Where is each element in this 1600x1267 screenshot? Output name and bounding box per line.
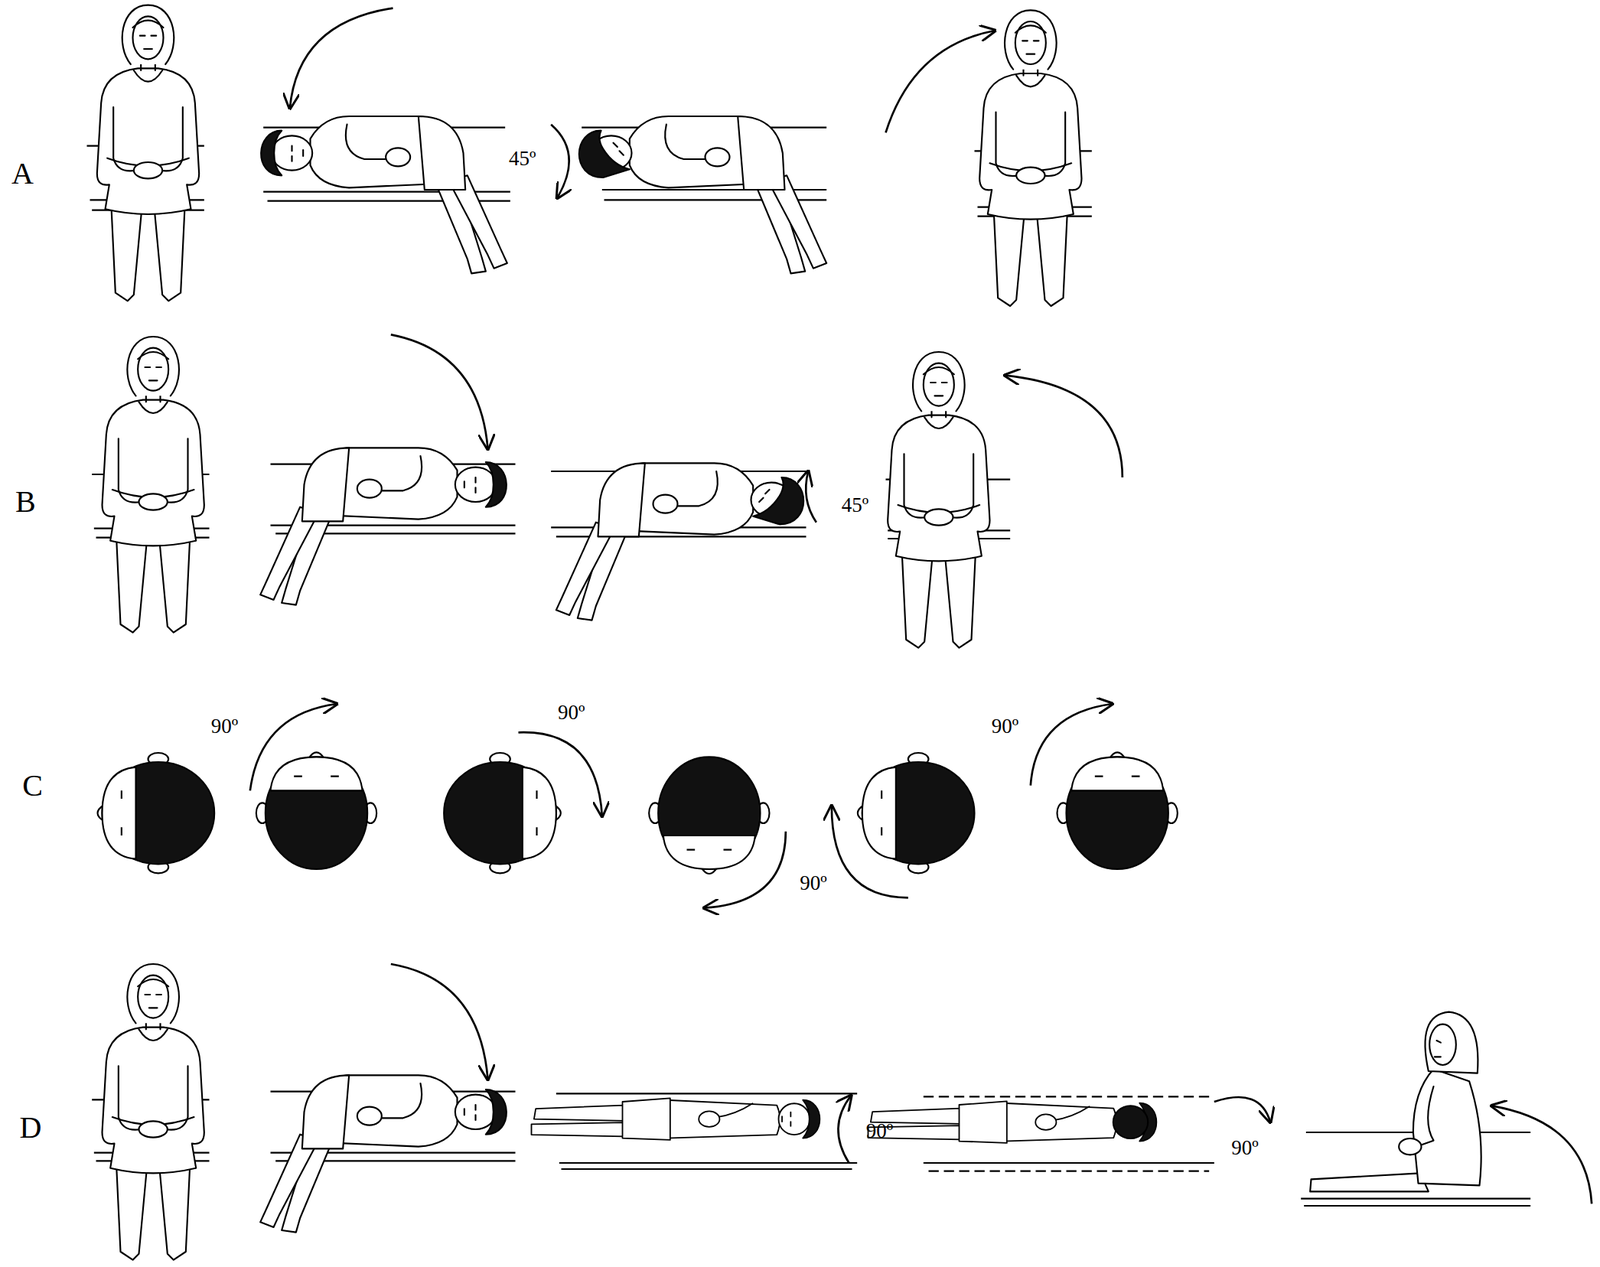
seated-patient xyxy=(97,5,199,302)
motion-arrow xyxy=(250,703,337,791)
sitting-long-figure xyxy=(1309,1012,1482,1193)
seated-patient xyxy=(887,351,990,649)
angle-label: 90º xyxy=(991,716,1019,737)
seated-patient xyxy=(102,964,205,1261)
motion-arrow xyxy=(1005,375,1123,478)
head-top-view xyxy=(648,756,770,874)
head-top-view xyxy=(857,752,975,874)
motion-arrow xyxy=(550,124,570,199)
motion-arrow xyxy=(831,805,909,898)
angle-label: 90º xyxy=(557,701,585,723)
angle-label: 90º xyxy=(1231,1137,1258,1159)
panel-letter: D xyxy=(19,1112,43,1144)
panel-letter: C xyxy=(22,770,43,802)
motion-arrow xyxy=(703,831,786,909)
motion-arrow xyxy=(837,1095,851,1164)
angle-label: 90º xyxy=(866,1120,893,1141)
panel-letter: A xyxy=(11,158,34,190)
motion-arrow xyxy=(290,8,394,109)
motion-arrow xyxy=(886,30,996,133)
motion-arrow xyxy=(391,334,489,449)
side-lying-patient xyxy=(579,116,827,274)
motion-arrows xyxy=(250,8,1592,1205)
side-lying-patient xyxy=(260,1075,507,1232)
side-lying-patient xyxy=(260,447,507,605)
side-lying-patient xyxy=(260,116,508,274)
legs xyxy=(1309,1173,1429,1192)
motion-arrow xyxy=(1492,1105,1593,1204)
motion-arrow xyxy=(391,964,489,1080)
facial-features xyxy=(1434,1040,1441,1057)
head-top-view xyxy=(443,752,561,874)
angle-label: 90º xyxy=(211,716,238,737)
angle-label: 45º xyxy=(841,495,869,516)
hair xyxy=(1424,1012,1478,1074)
motion-arrow xyxy=(805,471,817,523)
motion-arrow xyxy=(1214,1097,1271,1123)
torso xyxy=(1413,1068,1482,1186)
head-top-view xyxy=(256,752,377,870)
supine-patient xyxy=(531,1098,821,1140)
seated-patient xyxy=(979,9,1082,307)
bench-lines xyxy=(87,127,1532,1206)
bench xyxy=(923,1162,1215,1164)
bench xyxy=(1300,1132,1531,1206)
head-top-view xyxy=(97,752,216,874)
prone-patient xyxy=(868,1101,1157,1143)
face xyxy=(1429,1024,1457,1066)
side-lying-patient xyxy=(556,462,804,620)
angle-label: 90º xyxy=(799,872,827,893)
angle-label: 45º xyxy=(508,147,536,169)
motion-arrow xyxy=(518,732,603,816)
seated-patient xyxy=(102,336,205,633)
motion-arrow xyxy=(1030,703,1113,786)
head-top-view xyxy=(1057,752,1178,870)
hands xyxy=(1398,1138,1421,1155)
head-face-down xyxy=(1113,1105,1148,1139)
panel-letter: B xyxy=(15,486,36,518)
arm xyxy=(1416,1086,1434,1148)
